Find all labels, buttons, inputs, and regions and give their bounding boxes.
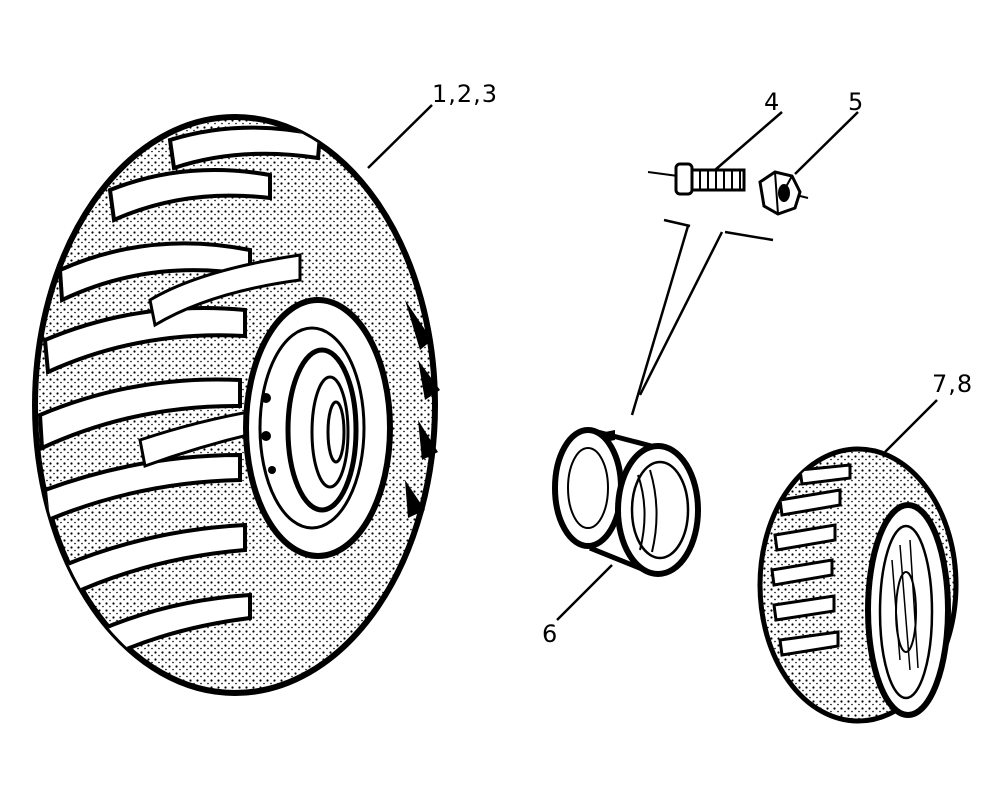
callout-tractor-tire: 1,2,3 <box>432 80 499 108</box>
leader-line-wheel-nut <box>794 111 859 175</box>
leader-line-front-tire <box>884 399 938 453</box>
leader-line-tractor-tire <box>367 104 433 169</box>
wheel-nut-illustration <box>758 170 809 216</box>
tractor-tire-illustration <box>32 114 440 696</box>
callout-front-tire: 7,8 <box>932 370 974 398</box>
group-bracket <box>630 218 774 416</box>
callout-wheel-nut: 5 <box>848 88 865 116</box>
front-tire-illustration <box>757 446 959 724</box>
leader-line-rim <box>556 564 613 621</box>
callout-wheel-bolt: 4 <box>764 88 781 116</box>
leader-line-wheel-bolt <box>714 111 783 171</box>
wheel-bolt-illustration <box>647 162 746 196</box>
rim-illustration <box>552 427 701 577</box>
callout-rim: 6 <box>542 620 559 648</box>
